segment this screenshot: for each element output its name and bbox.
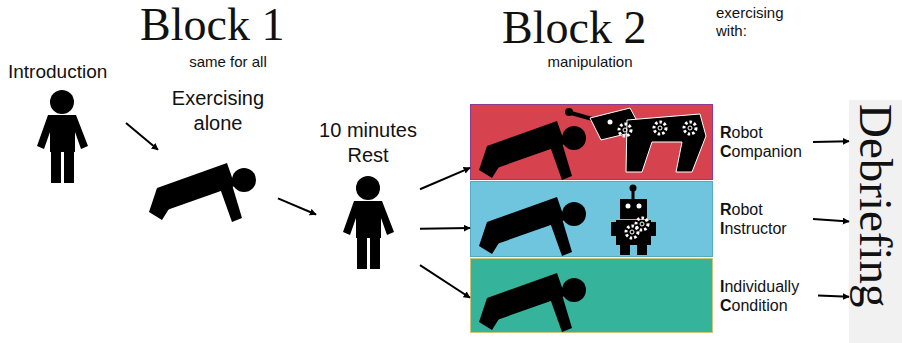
step-label: 10 minutes Rest xyxy=(306,118,430,168)
flow-arrow xyxy=(420,168,470,189)
flow-arrow xyxy=(818,296,849,297)
standing-person xyxy=(37,90,88,183)
block-subtitle: same for all xyxy=(168,53,288,71)
block-title: Block 2 xyxy=(502,5,672,51)
condition-band: Individually Condition xyxy=(470,258,818,333)
phase-step: Exercising alone xyxy=(158,84,278,227)
column-heading: exercising with: xyxy=(716,4,808,40)
phase-step: Introduction xyxy=(8,58,126,188)
band-fill xyxy=(470,104,713,180)
flow-arrow xyxy=(813,140,849,143)
condition-band: Robot Instructor xyxy=(470,181,813,257)
step-label: Exercising alone xyxy=(158,86,278,136)
flow-arrow xyxy=(813,219,849,222)
condition-band: Robot Companion xyxy=(470,104,813,180)
flow-arrow xyxy=(126,123,158,150)
block-title: Block 1 xyxy=(140,2,310,48)
condition-label: Robot Companion xyxy=(720,123,812,161)
exercising-person xyxy=(149,163,256,222)
phase-step: 10 minutes Rest xyxy=(316,115,420,273)
block-subtitle: manipulation xyxy=(530,53,650,71)
step-label: Introduction xyxy=(8,60,126,84)
debriefing-label: Debriefing xyxy=(849,104,902,308)
debriefing-box: Debriefing xyxy=(849,100,902,343)
flow-arrow xyxy=(278,198,316,214)
condition-label: Individually Condition xyxy=(720,276,812,314)
flow-arrow xyxy=(420,227,470,230)
band-fill xyxy=(470,258,713,333)
flow-arrow xyxy=(420,265,470,298)
standing-person xyxy=(343,176,394,269)
band-fill xyxy=(470,181,713,257)
condition-label: Robot Instructor xyxy=(720,200,812,238)
